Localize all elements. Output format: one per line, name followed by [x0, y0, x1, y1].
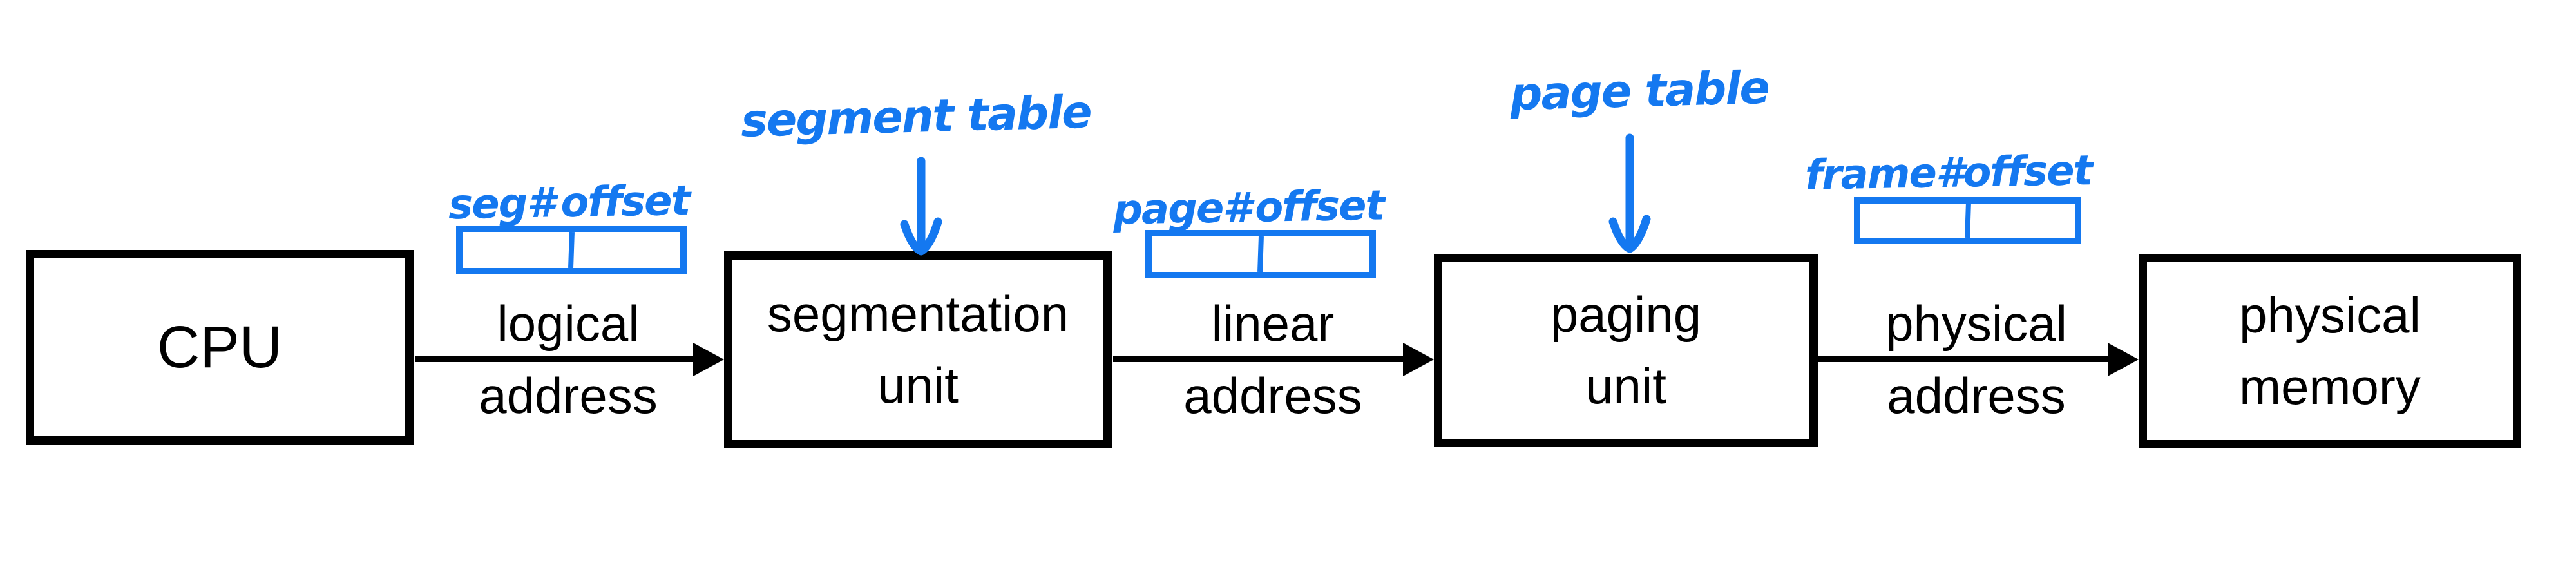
frame-number-cell [1860, 204, 1965, 238]
seg-number-label: seg# [448, 179, 555, 229]
seg-number-cell [463, 232, 569, 268]
linear-address-arrowhead-icon [1403, 343, 1434, 376]
logical-address-arrowhead-icon [693, 343, 724, 376]
offset-label: offset [560, 177, 690, 227]
physical-memory-node: physical memory [2139, 254, 2521, 448]
segment-table-down-arrow-icon [900, 157, 942, 256]
seg-offset-field-box [456, 226, 687, 274]
segmentation-unit-node: segmentation unit [724, 251, 1112, 448]
offset-label: offset [1962, 147, 2092, 197]
cpu-node: CPU [26, 250, 414, 445]
frame-offset-field-labels: frame# offset [1804, 137, 2092, 200]
page-table-annotation: page table [1509, 61, 1770, 121]
physical-address-arrow [1818, 356, 2110, 362]
linear-address-label: linear address [1183, 295, 1362, 424]
page-offset-field-box [1145, 230, 1376, 278]
page-number-label: page# [1112, 184, 1251, 235]
linear-address-arrow [1113, 356, 1406, 362]
page-table-down-arrow-icon [1608, 133, 1651, 253]
field-divider [1964, 203, 1971, 238]
segment-table-annotation: segment table [740, 85, 1092, 148]
offset-label: offset [1254, 182, 1384, 232]
frame-number-label: frame# [1804, 149, 1964, 200]
offset-cell [1970, 204, 2075, 238]
frame-offset-field-box [1854, 197, 2081, 244]
page-offset-field-labels: page# offset [1112, 177, 1384, 234]
page-number-cell [1152, 236, 1258, 272]
logical-address-label: logical address [479, 295, 658, 424]
physical-address-label: physical address [1885, 295, 2067, 424]
offset-cell [574, 232, 680, 268]
logical-address-arrow [415, 356, 696, 362]
offset-cell [1263, 236, 1369, 272]
paging-unit-node: paging unit [1434, 254, 1818, 447]
physical-address-arrowhead-icon [2108, 343, 2139, 376]
seg-offset-field-labels: seg# offset [448, 172, 689, 229]
